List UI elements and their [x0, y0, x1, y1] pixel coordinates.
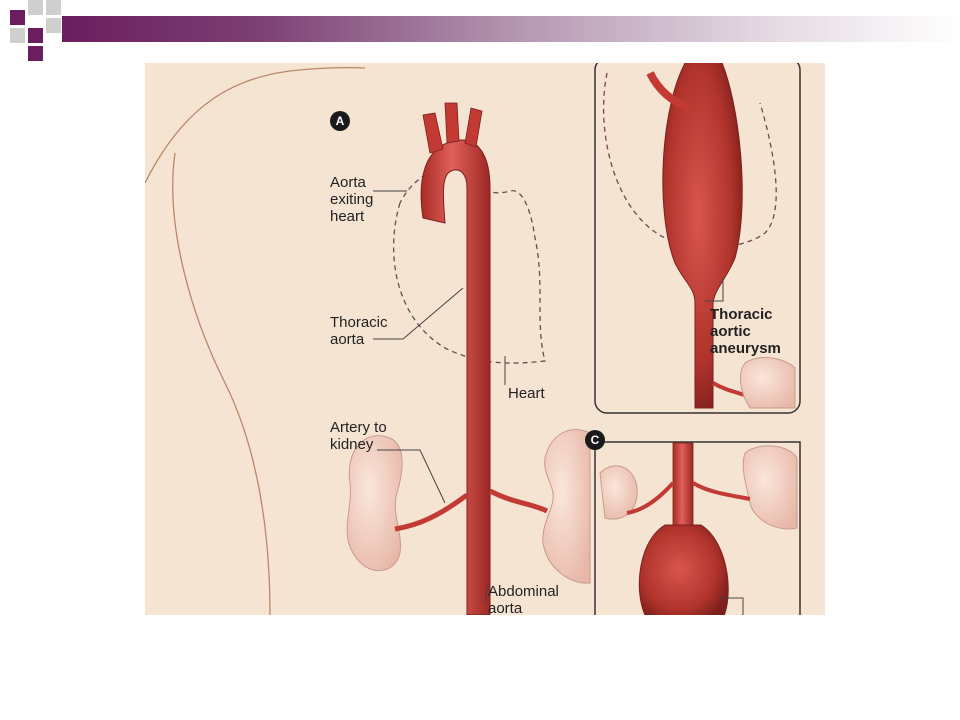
left-kidney [346, 435, 403, 572]
arch-branch [444, 102, 460, 144]
label-abdominal-aorta: Abdominal aorta [488, 583, 559, 615]
label-thoracic-aortic-aneurysm: Thoracic aortic aneurysm [710, 306, 781, 357]
panel-c-badge: C [585, 430, 605, 450]
slide-header-decoration [0, 0, 960, 61]
right-kidney [542, 428, 591, 584]
leader-line [484, 584, 488, 604]
aorta-arch [420, 139, 491, 615]
panel-c-kidney-right [742, 445, 798, 530]
abdominal-aneurysm-bulge [638, 524, 729, 615]
thoracic-aneurysm-bulge [662, 63, 743, 409]
arm-outline [172, 152, 271, 615]
header-gradient-bar [62, 16, 960, 42]
renal-artery-right [488, 488, 549, 514]
header-square [28, 0, 43, 15]
label-thoracic-aorta: Thoracic aorta [330, 314, 388, 348]
leader-line [705, 278, 724, 302]
label-heart: Heart [508, 385, 545, 402]
panel-c-renal-artery [626, 481, 675, 515]
arch-branch [422, 112, 444, 154]
header-square [28, 28, 43, 43]
header-square [10, 10, 25, 25]
torso-outline [145, 66, 366, 184]
header-square [46, 0, 61, 15]
renal-artery-left [394, 492, 469, 532]
leader-line [373, 287, 464, 340]
panel-c-renal-artery [691, 481, 751, 501]
panel-c-aorta [672, 442, 694, 534]
panel-a-badge: A [330, 111, 350, 131]
aortic-aneurysm-illustration: A C Aorta exiting heart Thoracic aorta H… [145, 63, 825, 615]
header-square [10, 28, 25, 43]
panel-c-kidney-left [599, 465, 638, 520]
header-square [28, 46, 43, 61]
label-aorta-exiting-heart: Aorta exiting heart [330, 174, 374, 225]
anatomy-drawing [145, 63, 801, 615]
header-square [46, 18, 61, 33]
label-artery-to-kidney: Artery to kidney [330, 419, 387, 453]
panel-b-kidney [739, 357, 796, 409]
panel-b-branch [646, 71, 692, 112]
leader-line [377, 449, 446, 504]
arch-branch [464, 107, 483, 148]
leader-line [720, 597, 744, 615]
